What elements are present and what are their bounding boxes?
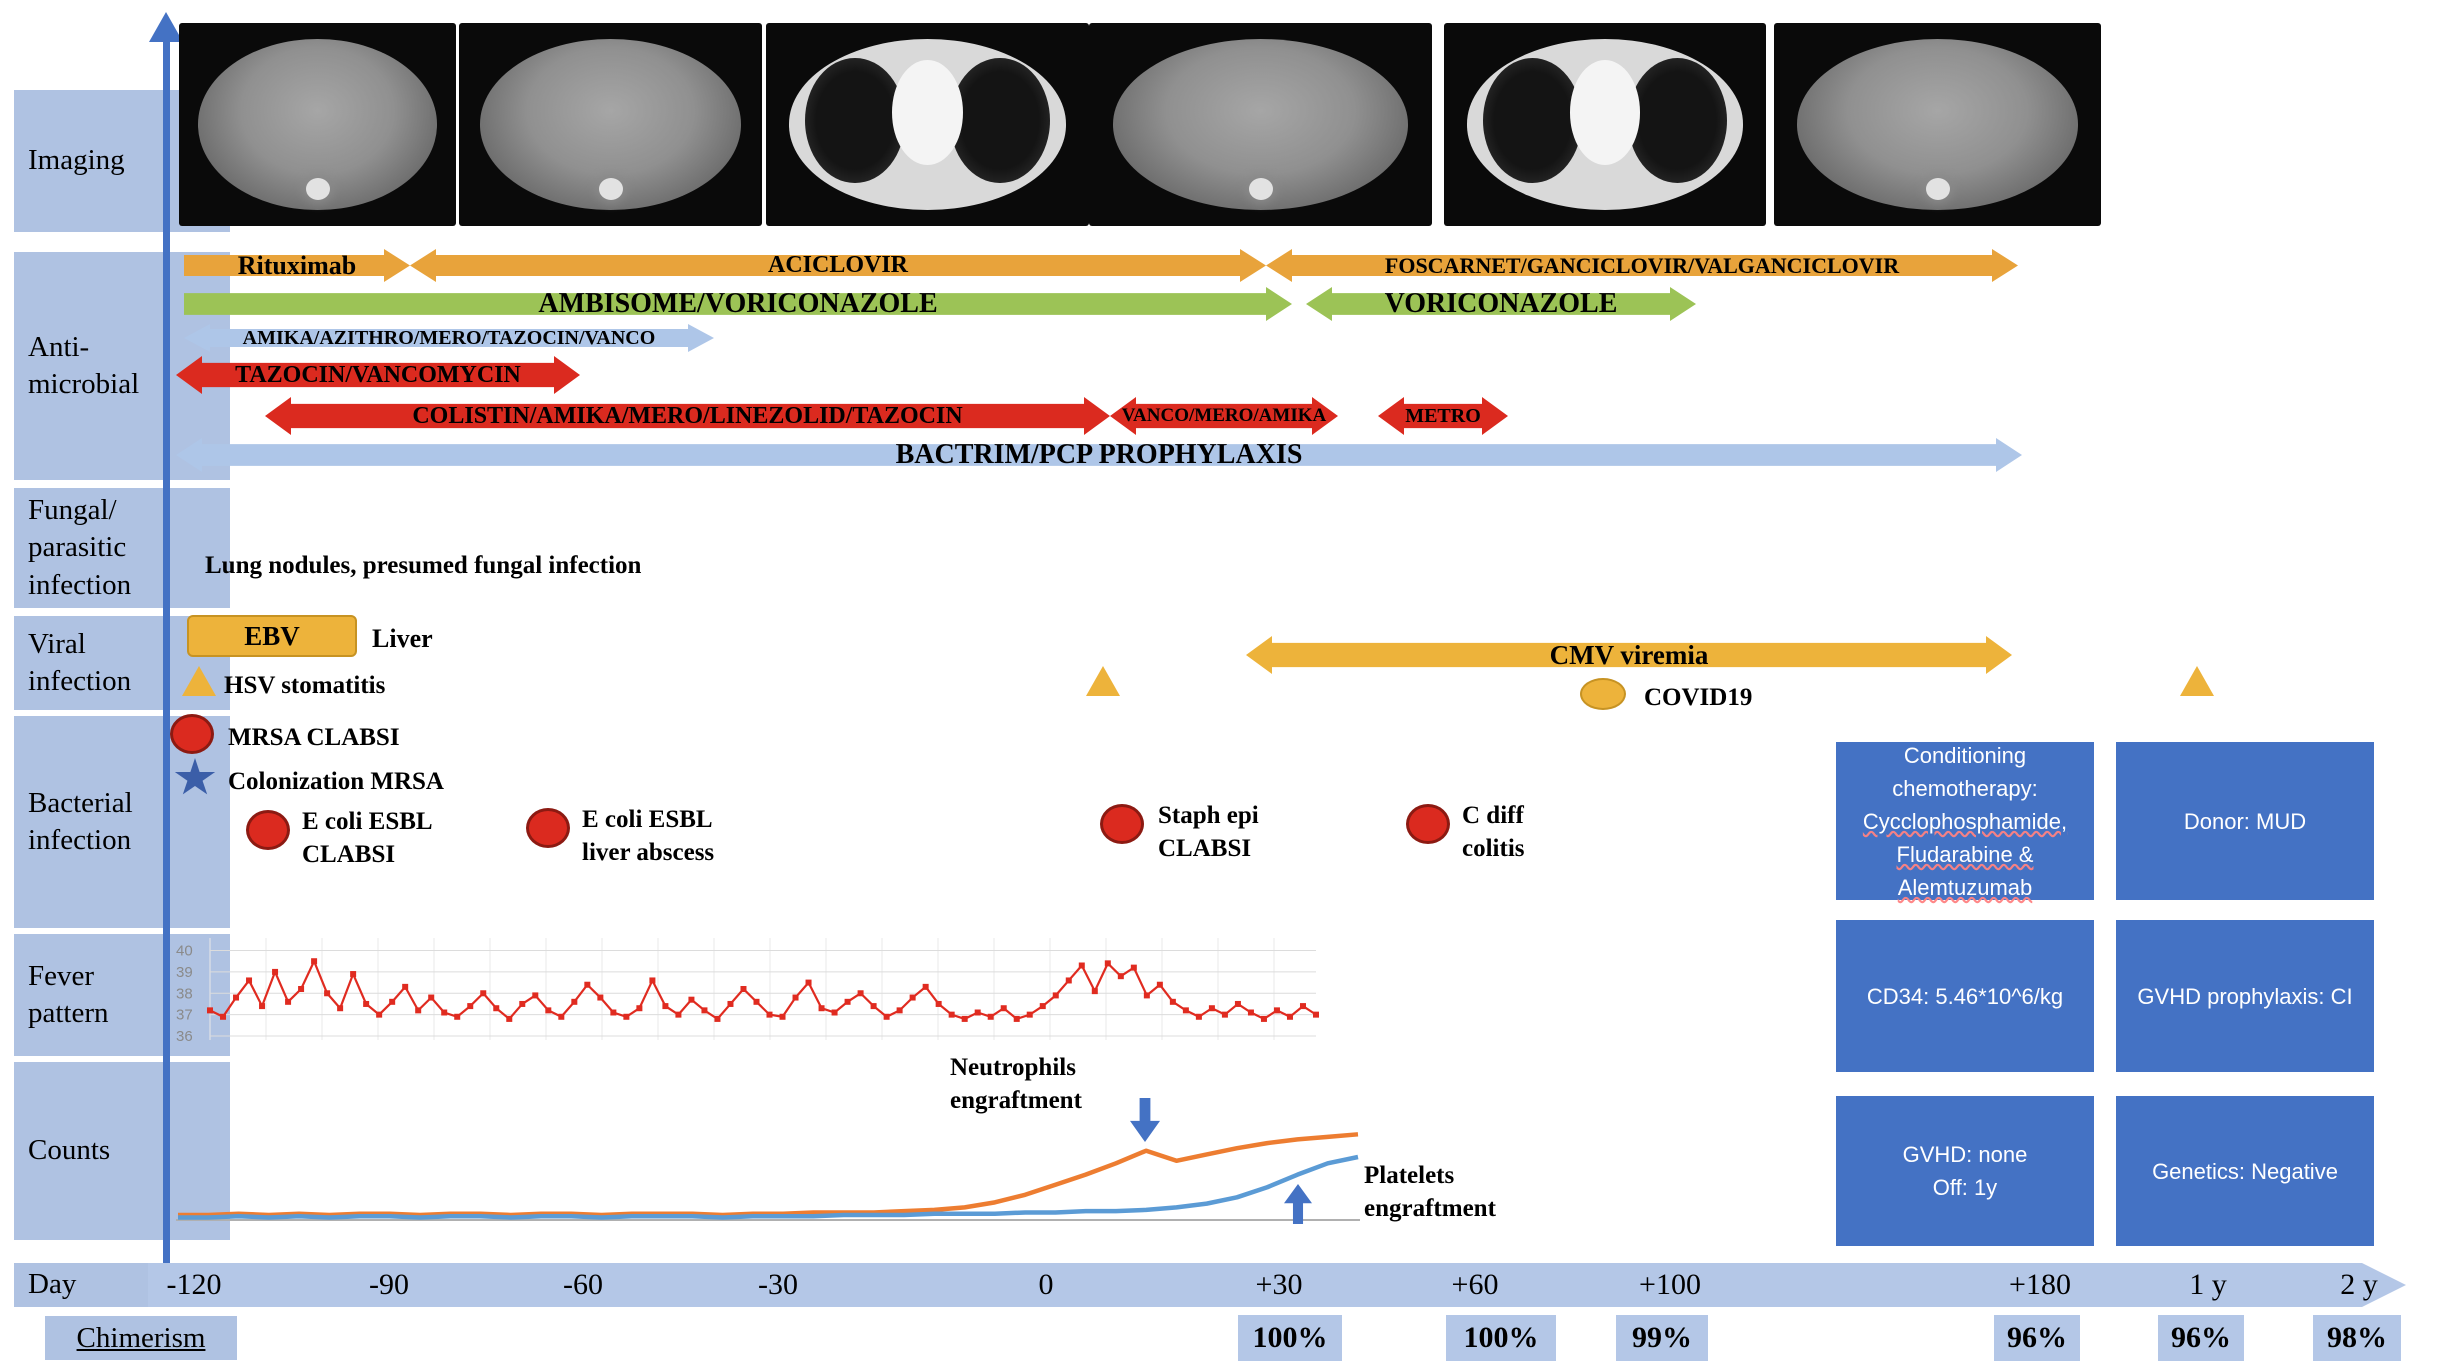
info-box-genetics: Genetics: Negative	[2116, 1096, 2374, 1246]
info-box-cd34: CD34: 5.46*10^6/kg	[1836, 920, 2094, 1072]
ct-mediastinum	[1569, 59, 1641, 166]
svg-text:40: 40	[176, 943, 193, 960]
day-tick: 2 y	[2340, 1268, 2378, 1301]
hsv-label: HSV stomatitis	[224, 672, 386, 699]
ct-scan-6	[1774, 23, 2101, 226]
fungal-note: Lung nodules, presumed fungal infection	[205, 552, 642, 579]
row-label-fever: Fever pattern	[14, 934, 230, 1056]
chimerism-value: 100%	[1446, 1315, 1556, 1361]
ecoli-liver-label: E coli ESBL liver abscess	[582, 806, 715, 866]
chimerism-value: 98%	[2313, 1315, 2401, 1361]
chimerism-value: 100%	[1238, 1315, 1342, 1361]
platelets-engraftment-label: Platelets engraftment	[1364, 1162, 1496, 1222]
staph-epi-label: Staph epi CLABSI	[1158, 802, 1259, 862]
day-axis-band	[148, 1263, 2406, 1307]
ct-scan-2	[459, 23, 762, 226]
counts-chart	[176, 1086, 1360, 1230]
day-tick: 0	[1038, 1268, 1054, 1301]
info-text: CD34: 5.46*10^6/kg	[1866, 983, 2064, 1009]
ebv-box: EBV	[187, 615, 357, 657]
staph-epi-circle-icon	[1100, 804, 1144, 844]
ct-spine	[1925, 177, 1950, 200]
ct-spine	[305, 177, 330, 200]
covid-ellipse-icon	[1580, 678, 1626, 710]
ct-mediastinum	[891, 59, 964, 166]
chimerism-label: Chimerism	[76, 1321, 206, 1354]
info-text: Genetics: Negative	[2152, 1158, 2338, 1184]
day-tick: 1 y	[2189, 1268, 2227, 1301]
info-text: GVHD: none Off: 1y	[1902, 1142, 2028, 1200]
fever-chart: 40 39 38 37 36	[172, 932, 1324, 1046]
info-box-gvhd: GVHD: none Off: 1y	[1836, 1096, 2094, 1246]
day-tick: +30	[1255, 1268, 1303, 1301]
day-tick: -60	[563, 1268, 603, 1301]
arrow-vanco-mero-amika: VANCO/MERO/AMIKA	[1110, 397, 1338, 435]
covid-label: COVID19	[1644, 684, 1753, 711]
chimerism-value: 99%	[1616, 1315, 1708, 1361]
mrsa-clabsi-label: MRSA CLABSI	[228, 724, 400, 751]
time-axis-vertical-line	[163, 40, 170, 1266]
info-box-donor: Donor: MUD	[2116, 742, 2374, 900]
neutrophils-engraftment-label: Neutrophils engraftment	[950, 1054, 1082, 1114]
ct-spine	[598, 177, 623, 200]
arrow-amika-azithro: AMIKA/AZITHRO/MERO/TAZOCIN/VANCO	[184, 324, 714, 352]
ecoli-clabsi-label: E coli ESBL CLABSI	[302, 808, 433, 868]
info-text: GVHD prophylaxis: CI	[2137, 983, 2353, 1009]
cdiff-circle-icon	[1406, 804, 1450, 844]
svg-text:38: 38	[176, 985, 193, 1002]
arrow-metro: METRO	[1378, 397, 1508, 435]
svg-text:36: 36	[176, 1028, 193, 1045]
day-tick: +180	[2009, 1268, 2071, 1301]
ecoli-liver-circle-icon	[526, 808, 570, 848]
ct-left-lung	[1482, 57, 1583, 184]
chimerism-value: 96%	[2158, 1315, 2244, 1361]
chimerism-label-box: Chimerism	[45, 1316, 237, 1360]
row-label-viral: Viral infection	[14, 616, 230, 710]
ct-right-lung	[950, 57, 1051, 184]
svg-text:37: 37	[176, 1007, 193, 1024]
day-tick: -120	[166, 1268, 222, 1301]
arrow-aciclovir: ACICLOVIR	[410, 249, 1266, 282]
arrow-voriconazole: VORICONAZOLE	[1306, 287, 1696, 321]
arrow-bactrim-pcp: BACTRIM/PCP PROPHYLAXIS	[176, 438, 2022, 472]
arrow-foscarnet: FOSCARNET/GANCICLOVIR/VALGANCICLOVIR	[1266, 249, 2018, 282]
day-tick: -90	[369, 1268, 409, 1301]
row-label-counts: Counts	[14, 1062, 230, 1240]
mrsa-clabsi-circle-icon	[170, 714, 214, 754]
day-tick: -30	[758, 1268, 798, 1301]
ecoli-clabsi-circle-icon	[246, 810, 290, 850]
ebv-site-label: Liver	[372, 624, 433, 653]
svg-text:39: 39	[176, 964, 193, 981]
ct-left-lung	[804, 57, 905, 184]
day-tick: +60	[1451, 1268, 1499, 1301]
arrow-tazocin-vancomycin: TAZOCIN/VANCOMYCIN	[176, 356, 580, 394]
viral-triangle-1y-icon	[2180, 666, 2214, 696]
colonization-mrsa-label: Colonization MRSA	[228, 768, 444, 795]
info-text: Conditioning chemotherapy:	[1892, 742, 2038, 801]
ct-scan-1	[179, 23, 456, 226]
cmv-viremia-arrow: CMV viremia	[1246, 636, 2012, 674]
cdiff-label: C diff colitis	[1462, 802, 1525, 862]
arrow-ambisome-voriconazole: AMBISOME/VORICONAZOLE	[184, 287, 1292, 321]
viral-triangle-day0-icon	[1086, 666, 1120, 696]
ct-scan-4	[1089, 23, 1432, 226]
row-label-fungal: Fungal/ parasitic infection	[14, 488, 230, 608]
info-box-conditioning: Conditioning chemotherapy: Cycclophospham…	[1836, 742, 2094, 900]
ct-scan-5	[1444, 23, 1766, 226]
ct-scan-3	[766, 23, 1089, 226]
time-axis-arrowhead-icon	[149, 12, 183, 42]
day-tick: +100	[1639, 1268, 1701, 1301]
arrow-colistin: COLISTIN/AMIKA/MERO/LINEZOLID/TAZOCIN	[265, 397, 1110, 435]
info-text: Donor: MUD	[2183, 808, 2307, 834]
chimerism-value: 96%	[1994, 1315, 2080, 1361]
ct-right-lung	[1627, 57, 1728, 184]
info-box-gvhd-prophylaxis: GVHD prophylaxis: CI	[2116, 920, 2374, 1072]
ct-spine	[1248, 177, 1273, 200]
info-underlined-text: Cycclophosphamide, Fludarabine & Alemtuz…	[1862, 808, 2068, 900]
